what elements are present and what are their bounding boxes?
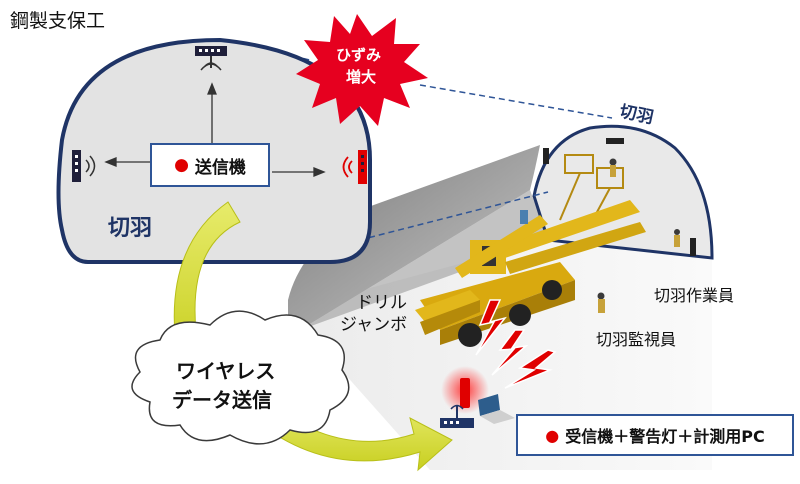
- sensor-left-icon: [72, 150, 96, 182]
- strain-burst: [296, 14, 428, 126]
- tunnel-wall-shadow: [300, 190, 548, 330]
- wireless-label-1: ワイヤレス: [176, 359, 276, 383]
- face-label-left: 切羽: [108, 216, 153, 241]
- tunnel-wall: [288, 145, 540, 330]
- strain-label-1: ひずみ: [336, 46, 382, 64]
- receiver-icon: [440, 404, 474, 428]
- receiver-label: 受信機＋警告灯＋計測用PC: [565, 427, 765, 446]
- transmitter-dot: ●: [174, 155, 189, 175]
- face-sensors: [543, 138, 696, 256]
- face-monitor-label: 切羽監視員: [596, 330, 677, 349]
- receiver-dot: ●: [545, 425, 560, 445]
- strain-label-2: 増大: [346, 68, 377, 86]
- drill-jumbo-label-2: ジャンボ: [340, 315, 408, 335]
- sensor-right-icon: [342, 150, 367, 184]
- face-worker-label: 切羽作業員: [654, 286, 735, 305]
- drill-jumbo-label-1: ドリル: [356, 293, 407, 313]
- tunnel-3d: [288, 124, 714, 470]
- warning-light-icon: [460, 378, 470, 408]
- wireless-label-2: データ送信: [172, 388, 272, 412]
- transmitter-box: ● 送信機: [150, 143, 270, 187]
- drill-jumbo: [415, 200, 646, 347]
- receiver-box: ● 受信機＋警告灯＋計測用PC: [516, 414, 794, 456]
- steel-support-label: 鋼製支保工: [10, 10, 106, 32]
- transmitter-label: 送信機: [194, 157, 246, 178]
- face-monitor-figure: [597, 292, 605, 300]
- laptop-icon: [478, 394, 515, 424]
- wireless-cloud: [131, 310, 350, 445]
- face-worker-figure: [609, 158, 617, 166]
- tunnel-floor: [288, 240, 712, 470]
- sensor-top-icon: [195, 46, 227, 71]
- alert-signals: [475, 299, 557, 389]
